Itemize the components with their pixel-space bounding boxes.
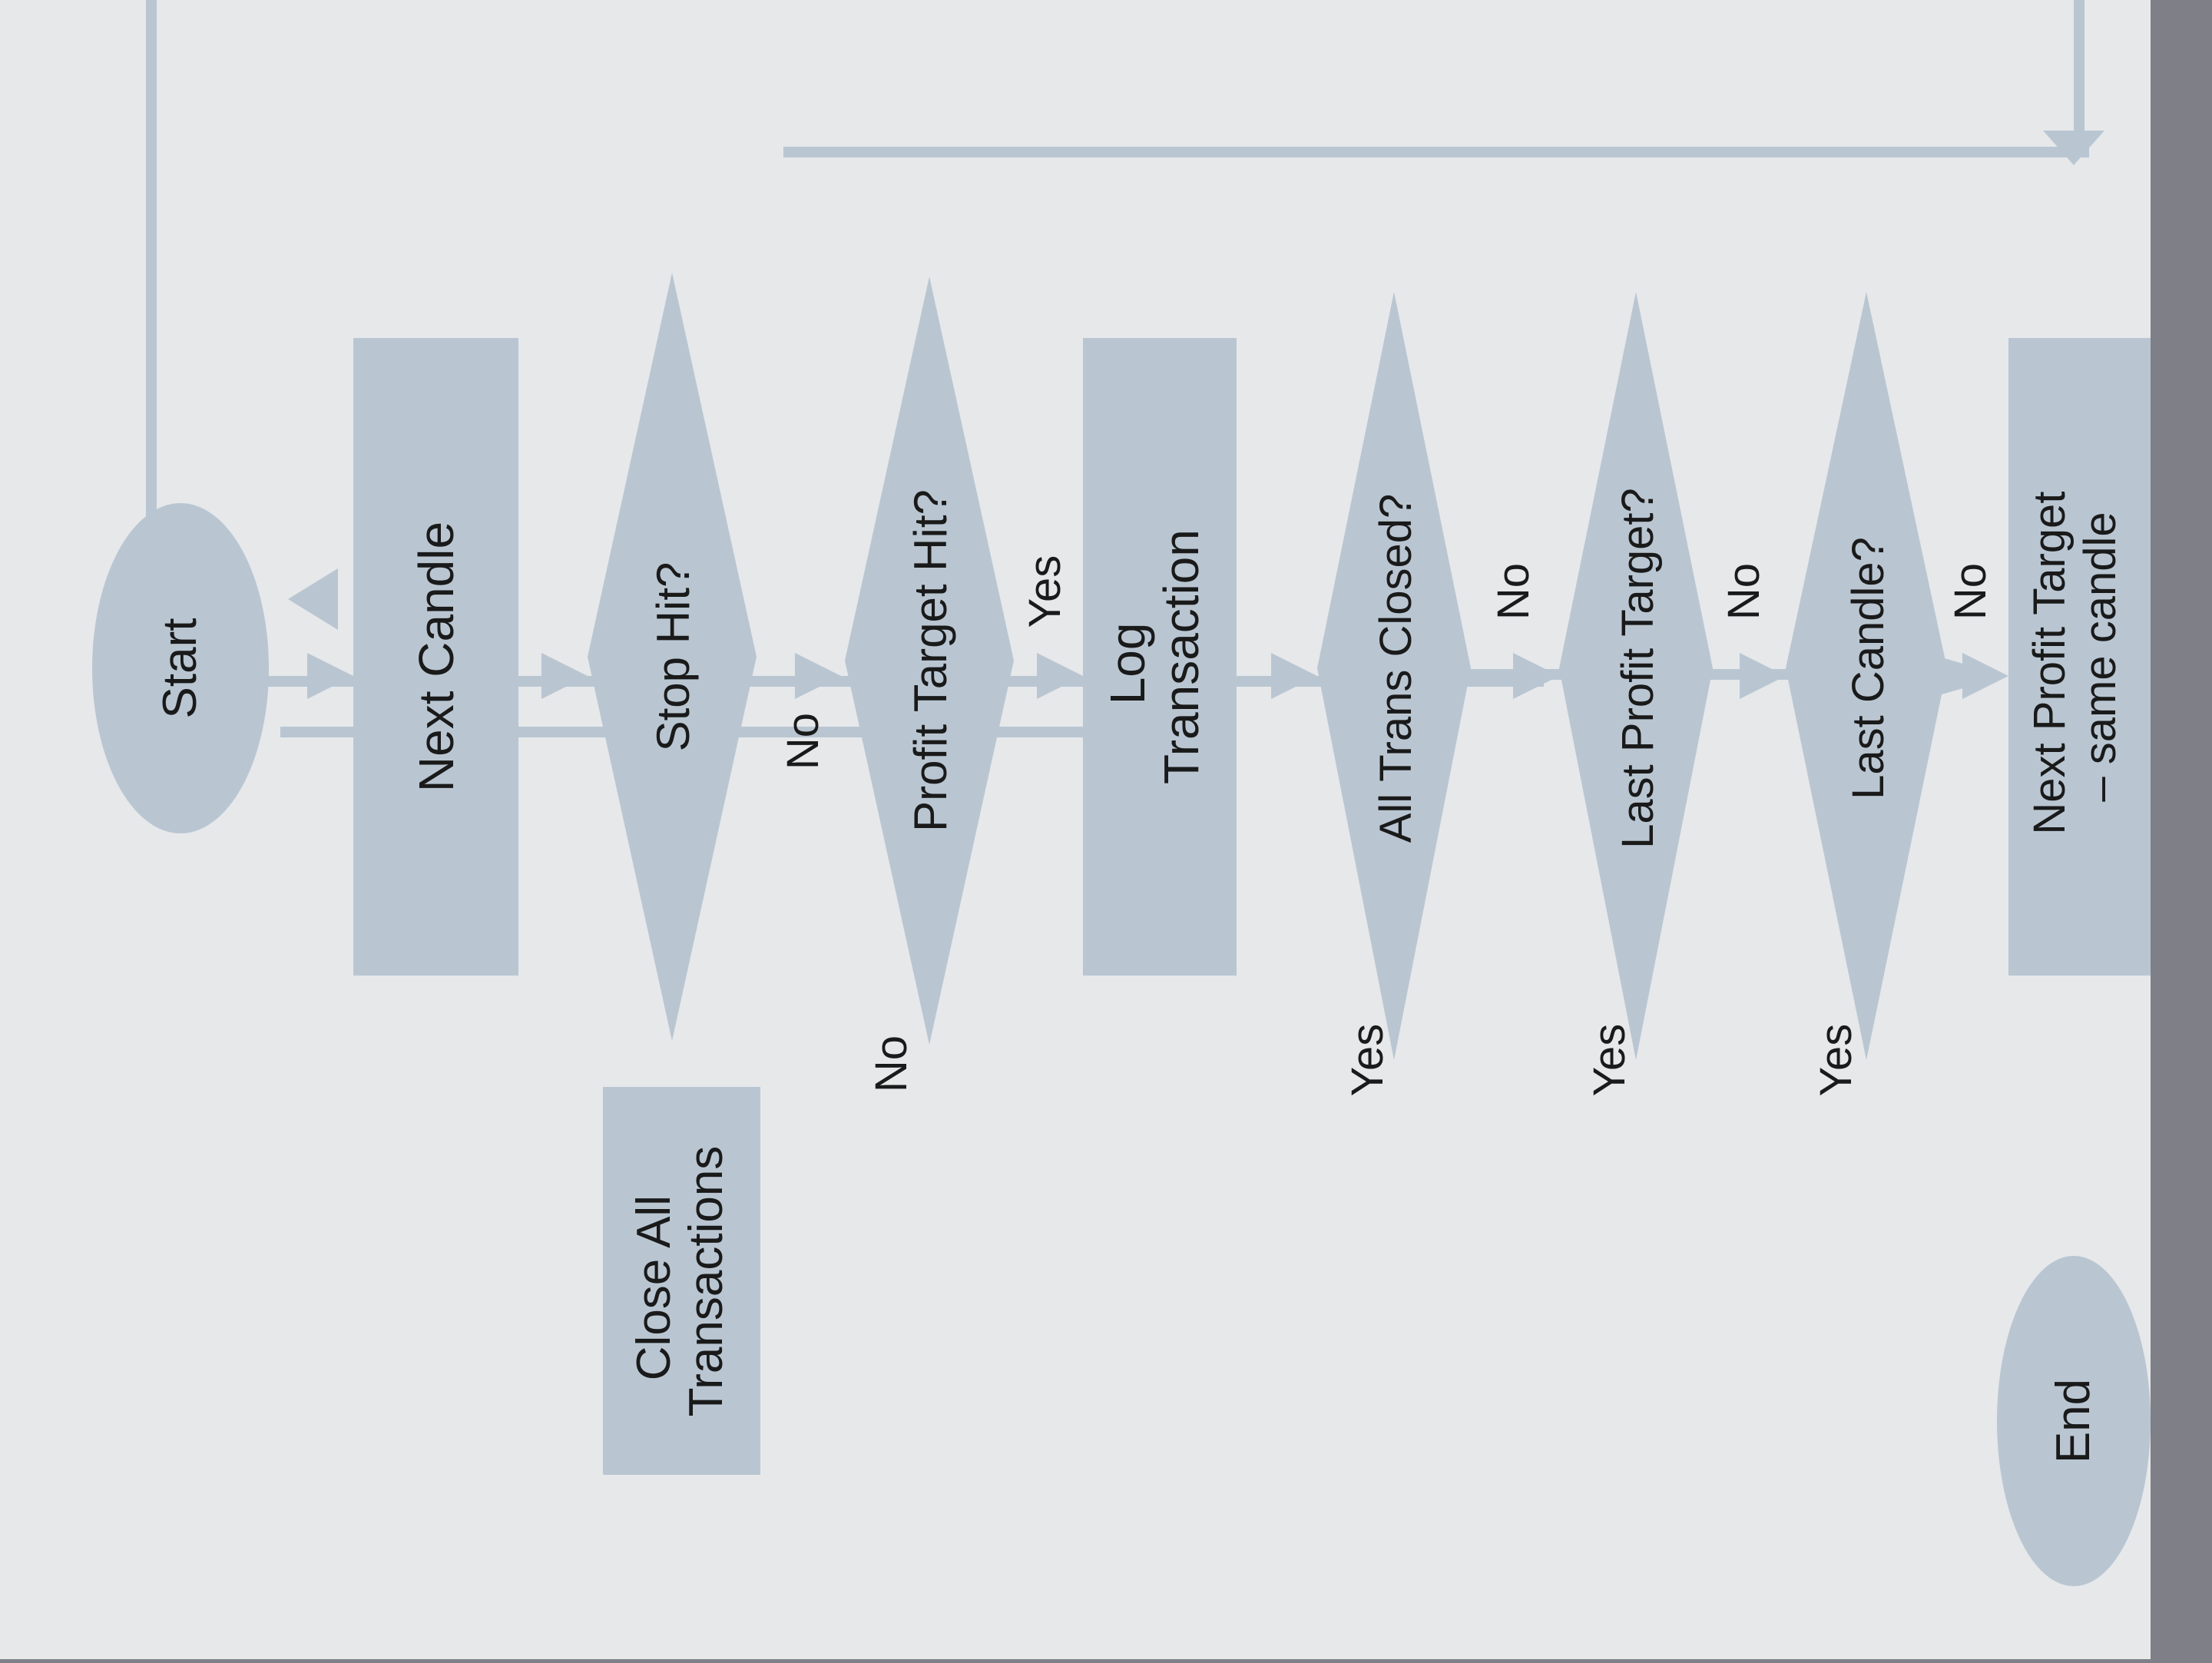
profit-no-label: No: [866, 1035, 916, 1092]
arrow-loop-return: [288, 568, 338, 630]
last-target-decision: [1559, 292, 1713, 1060]
all-closed-label: All Trans Closed?: [1371, 494, 1421, 843]
next-candle-label: Next Candle: [409, 522, 464, 792]
last-target-yes-label: Yes: [1584, 1024, 1634, 1097]
last-candle-no-label: No: [1945, 563, 1995, 620]
stop-hit-label: Stop Hit?: [647, 562, 699, 752]
profit-yes-label: Yes: [1020, 555, 1070, 628]
close-all-label: Close All Transactions: [628, 1146, 733, 1417]
start-label: Start: [154, 618, 207, 719]
last-candle-yes-label: Yes: [1811, 1024, 1861, 1097]
close-all-line1: Close All: [628, 1195, 680, 1380]
last-candle-label: Last Candle?: [1843, 537, 1893, 800]
stop-hit-decision: [588, 273, 757, 1041]
profit-target-decision: [845, 277, 1014, 1045]
npt-line1: Next Profit Target: [2025, 492, 2075, 835]
stop-no-label: No: [778, 713, 828, 770]
npt-line2: – same candle: [2075, 512, 2125, 801]
end-label: End: [2047, 1379, 2100, 1463]
loop-top-line: [146, 0, 157, 676]
close-all-line2: Transactions: [680, 1146, 733, 1417]
table-edge: [2151, 0, 2212, 1659]
log-line1: Log: [1100, 623, 1155, 705]
next-profit-target-label: Next Profit Target – same candle: [2025, 479, 2125, 834]
last-target-no-label: No: [1719, 563, 1769, 620]
close-all-node: [603, 1087, 760, 1475]
all-closed-yes-label: Yes: [1343, 1024, 1392, 1097]
arrow-loop-right: [2043, 131, 2104, 165]
last-candle-decision: [1786, 292, 1947, 1060]
all-closed-decision: [1317, 292, 1471, 1060]
log-transaction-node: [1083, 338, 1237, 976]
start-node: [92, 503, 269, 833]
loop-right-top: [783, 147, 2089, 157]
log-line2: Transaction: [1154, 529, 1209, 784]
next-profit-target-node: [2008, 338, 2151, 976]
log-transaction-label: Log Transaction: [1100, 529, 1209, 784]
all-closed-no-label: No: [1488, 563, 1538, 620]
last-target-label: Last Profit Target?: [1613, 488, 1663, 849]
end-node: [1997, 1256, 2151, 1586]
next-candle-node: [353, 338, 518, 976]
profit-target-label: Profit Target Hit?: [905, 489, 956, 832]
flowchart: Start Next Candle Stop Hit? Close All Tr…: [92, 0, 2151, 1586]
loop-right-vertical: [2074, 0, 2085, 157]
